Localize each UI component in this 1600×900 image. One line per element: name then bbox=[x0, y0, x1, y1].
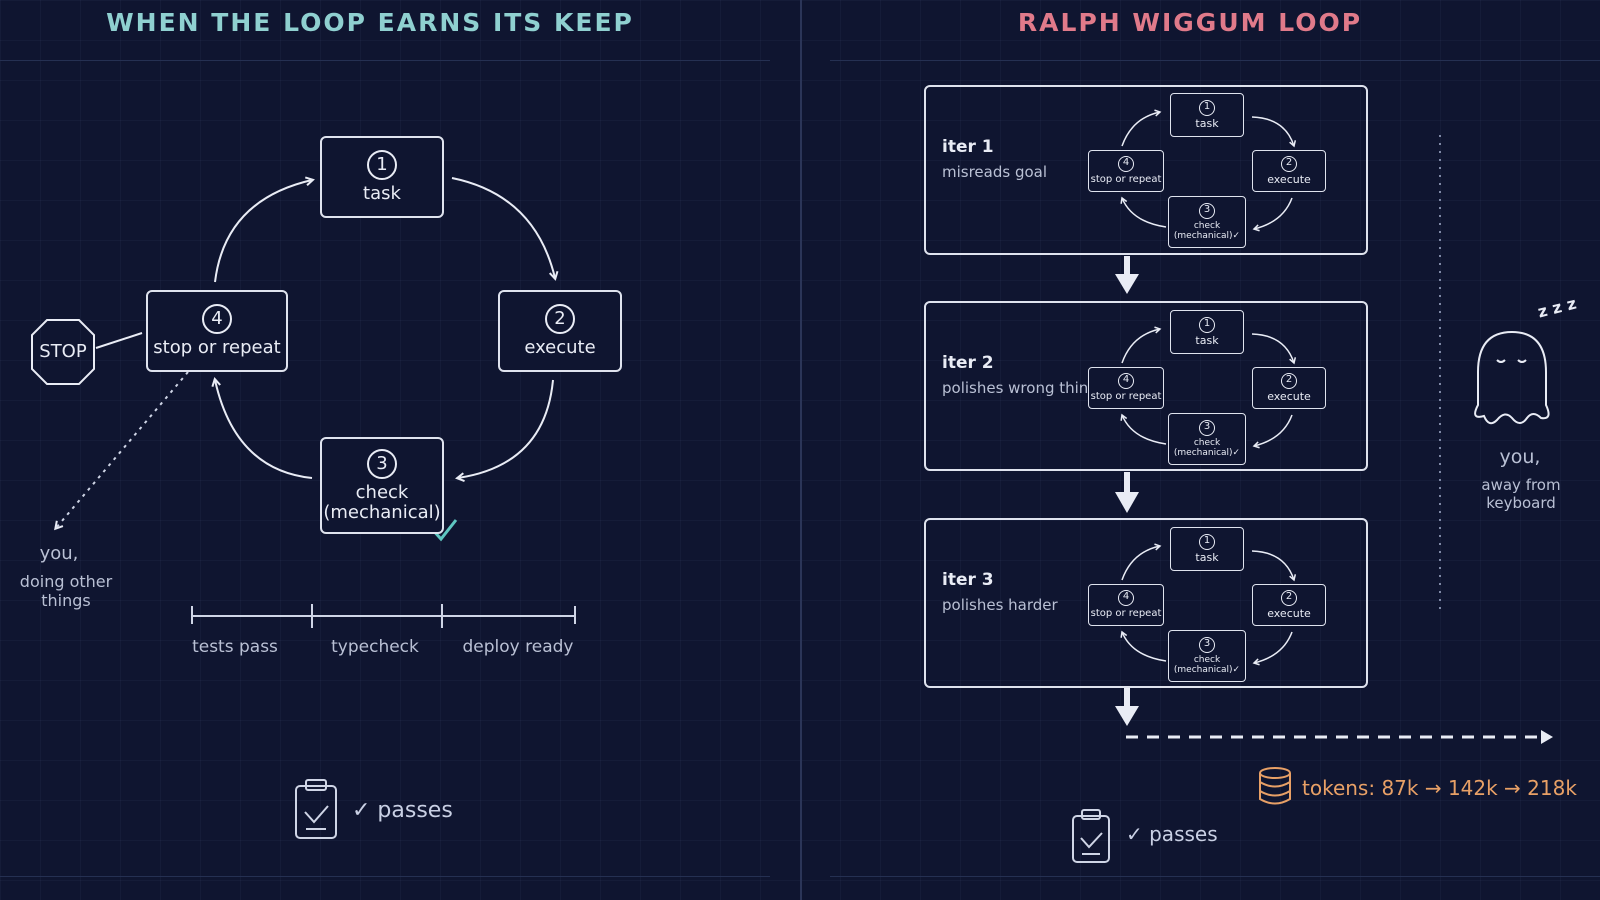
iter1-step-stop-repeat-label: stop or repeat bbox=[1090, 174, 1162, 185]
iter2-step-stop-repeat: 4 stop or repeat bbox=[1088, 367, 1164, 409]
step-execute-label: execute bbox=[524, 337, 596, 358]
iter1-step-number-2: 2 bbox=[1281, 156, 1297, 172]
arrow-task-to-execute bbox=[451, 177, 555, 278]
iter3-step-stop-repeat-label: stop or repeat bbox=[1090, 608, 1162, 619]
iter2-step-stop-repeat-label: stop or repeat bbox=[1090, 391, 1162, 402]
step-check-label: check (mechanical) bbox=[323, 481, 441, 523]
ghost-icon bbox=[1474, 330, 1550, 425]
stop-connector bbox=[95, 332, 143, 349]
clipboard-check-icon bbox=[1072, 809, 1110, 863]
iter2-step-execute-label: execute bbox=[1267, 390, 1311, 403]
right-panel-title: RALPH WIGGUM LOOP bbox=[1017, 8, 1363, 37]
left-you-label: you, bbox=[39, 543, 79, 564]
iter1-step-check-label: check (mechanical)✓ bbox=[1173, 221, 1241, 241]
iteration-2-panel: iter 2 polishes wrong thing bbox=[924, 301, 1368, 471]
left-you-sub: doing other things bbox=[19, 572, 113, 610]
left-result-text: ✓ passes bbox=[352, 798, 453, 823]
iter1-step-task-label: task bbox=[1195, 117, 1219, 130]
arrow-stop-to-task bbox=[214, 180, 312, 283]
panel-divider bbox=[800, 0, 802, 900]
iter3-step-number-4: 4 bbox=[1118, 590, 1134, 606]
step-number-4: 4 bbox=[202, 304, 232, 334]
top-rule-left bbox=[0, 60, 770, 61]
step-execute-box: 2 execute bbox=[498, 290, 622, 372]
bottom-rule-right bbox=[830, 876, 1600, 877]
iter2-step-check: 3 check (mechanical)✓ bbox=[1168, 413, 1246, 465]
top-rule-right bbox=[830, 60, 1600, 61]
left-panel-title: WHEN THE LOOP EARNS ITS KEEP bbox=[106, 8, 634, 37]
iter1-step-execute: 2 execute bbox=[1252, 150, 1326, 192]
iter2-step-number-4: 4 bbox=[1118, 373, 1134, 389]
clipboard-check-icon bbox=[295, 779, 337, 839]
iter3-step-check: 3 check (mechanical)✓ bbox=[1168, 630, 1246, 682]
iteration-1-panel: iter 1 misreads goal bbox=[924, 85, 1368, 255]
iteration-down-arrows bbox=[1115, 256, 1139, 726]
stop-sign-text: STOP bbox=[39, 341, 87, 362]
right-you-label: you, bbox=[1499, 446, 1541, 468]
iter2-step-number-2: 2 bbox=[1281, 373, 1297, 389]
step-number-3: 3 bbox=[367, 448, 397, 479]
step-check-box: 3 check (mechanical) bbox=[320, 437, 444, 534]
iter3-step-number-1: 1 bbox=[1199, 534, 1215, 550]
criteria-tests-pass: tests pass bbox=[192, 637, 278, 657]
iter1-step-task: 1 task bbox=[1170, 93, 1244, 137]
mini-arrows-iter-2 bbox=[1120, 326, 1297, 449]
iter3-step-number-3: 3 bbox=[1199, 637, 1215, 653]
iter2-step-number-1: 1 bbox=[1199, 317, 1215, 333]
iter3-step-task: 1 task bbox=[1170, 527, 1244, 571]
iter3-step-stop-repeat: 4 stop or repeat bbox=[1088, 584, 1164, 626]
iter3-step-execute: 2 execute bbox=[1252, 584, 1326, 626]
iter2-step-execute: 2 execute bbox=[1252, 367, 1326, 409]
criteria-deploy-ready: deploy ready bbox=[462, 637, 574, 657]
step-task-box: 1 task bbox=[320, 136, 444, 218]
iteration-3-panel: iter 3 polishes harder bbox=[924, 518, 1368, 688]
iter1-step-number-4: 4 bbox=[1118, 156, 1134, 172]
step-stop-repeat-label: stop or repeat bbox=[153, 337, 281, 358]
step-number-1: 1 bbox=[367, 150, 397, 180]
step-stop-repeat-box: 4 stop or repeat bbox=[146, 290, 288, 372]
dotted-to-you bbox=[56, 371, 189, 528]
tokens-readout: tokens: 87k → 142k → 218k bbox=[1302, 776, 1577, 800]
left-result: ✓ passes bbox=[352, 798, 453, 823]
iter1-step-number-3: 3 bbox=[1199, 203, 1215, 219]
iteration-2-desc: polishes wrong thing bbox=[942, 379, 1098, 397]
step-number-2: 2 bbox=[545, 304, 575, 334]
iteration-3-name: iter 3 bbox=[942, 570, 994, 590]
bottom-rule-left bbox=[0, 876, 770, 877]
iter1-step-stop-repeat: 4 stop or repeat bbox=[1088, 150, 1164, 192]
iter2-step-number-3: 3 bbox=[1199, 420, 1215, 436]
iter3-step-execute-label: execute bbox=[1267, 607, 1311, 620]
iter2-step-check-label: check (mechanical)✓ bbox=[1173, 438, 1241, 458]
criteria-typecheck: typecheck bbox=[331, 637, 419, 657]
iter3-step-task-label: task bbox=[1195, 551, 1219, 564]
right-result-text: ✓ passes bbox=[1126, 822, 1218, 846]
right-result: ✓ passes bbox=[1126, 822, 1218, 846]
right-you-sub: away from keyboard bbox=[1481, 476, 1561, 512]
database-icon bbox=[1259, 767, 1291, 805]
mini-arrows-iter-1 bbox=[1120, 109, 1297, 232]
iteration-2-name: iter 2 bbox=[942, 353, 994, 373]
iter2-step-task: 1 task bbox=[1170, 310, 1244, 354]
iter1-step-execute-label: execute bbox=[1267, 173, 1311, 186]
mini-arrows-iter-3 bbox=[1120, 543, 1297, 666]
iter2-step-task-label: task bbox=[1195, 334, 1219, 347]
arrow-check-to-stop bbox=[215, 380, 313, 479]
step-task-label: task bbox=[363, 183, 401, 204]
iteration-3-desc: polishes harder bbox=[942, 596, 1058, 614]
iteration-1-name: iter 1 bbox=[942, 137, 994, 157]
iter3-step-check-label: check (mechanical)✓ bbox=[1173, 655, 1241, 675]
iteration-1-desc: misreads goal bbox=[942, 163, 1048, 181]
iter3-step-number-2: 2 bbox=[1281, 590, 1297, 606]
stop-sign-icon bbox=[31, 319, 95, 385]
arrow-execute-to-check bbox=[458, 379, 554, 478]
iter1-step-number-1: 1 bbox=[1199, 100, 1215, 116]
iter1-step-check: 3 check (mechanical)✓ bbox=[1168, 196, 1246, 248]
